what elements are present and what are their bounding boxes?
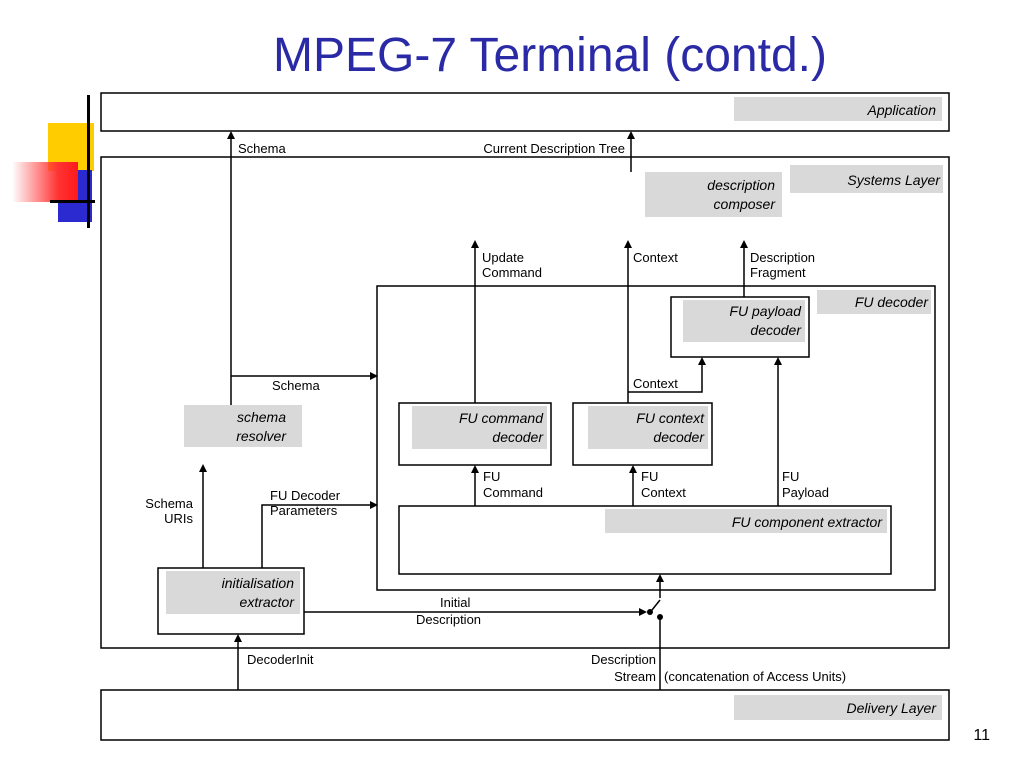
systems-layer: Systems Layer bbox=[100, 156, 950, 649]
fu-decoder-parameters-arrow bbox=[261, 501, 378, 568]
context-mid-label: Context bbox=[633, 376, 678, 391]
fu-command-line2: Command bbox=[483, 485, 543, 500]
initialisation-extractor-line1: initialisation bbox=[222, 575, 295, 591]
slide-title: MPEG-7 Terminal (contd.) bbox=[273, 29, 827, 82]
current-description-tree-label: Current Description Tree bbox=[483, 141, 625, 156]
switch-left-node bbox=[647, 609, 653, 615]
fu-decoder-label: FU decoder bbox=[855, 294, 929, 310]
switch-lever bbox=[651, 599, 661, 611]
initial-description-line2: Description bbox=[416, 612, 481, 627]
fu-payload-decoder-line2: decoder bbox=[750, 322, 802, 338]
description-fragment-line1: Description bbox=[750, 250, 815, 265]
schema-top-label: Schema bbox=[238, 141, 286, 156]
fu-payload-decoder: FU payload decoder bbox=[670, 296, 810, 358]
fu-decoder: FU decoder bbox=[376, 285, 936, 591]
concatenation-label: (concatenation of Access Units) bbox=[664, 669, 846, 684]
fu-command-line1: FU bbox=[483, 469, 500, 484]
schema-resolver: schema resolver bbox=[184, 405, 302, 447]
fu-decoder-box bbox=[376, 285, 936, 591]
application-box bbox=[100, 92, 950, 132]
fu-component-extractor-label: FU component extractor bbox=[732, 514, 884, 530]
schema-mid-label: Schema bbox=[272, 378, 320, 393]
description-fragment-line2: Fragment bbox=[750, 265, 806, 280]
fu-decoder-parameters-line1: FU Decoder bbox=[270, 488, 341, 503]
fu-command-decoder-line1: FU command bbox=[459, 410, 544, 426]
decorative-horizontal-line bbox=[50, 200, 95, 203]
fu-context-decoder-line2: decoder bbox=[653, 429, 705, 445]
systems-layer-box bbox=[100, 156, 950, 649]
fu-payload-line1: FU bbox=[782, 469, 799, 484]
decorative-red-square bbox=[12, 162, 78, 202]
schema-uris-line1: Schema bbox=[145, 496, 193, 511]
description-composer-line1: description bbox=[707, 177, 775, 193]
description-stream-line1: Description bbox=[591, 652, 656, 667]
update-command-line2: Command bbox=[482, 265, 542, 280]
fu-payload-decoder-box bbox=[670, 296, 810, 358]
description-stream-line2: Stream bbox=[614, 669, 656, 684]
fu-payload-line2: Payload bbox=[782, 485, 829, 500]
initialisation-extractor: initialisation extractor bbox=[157, 567, 305, 635]
update-command-line1: Update bbox=[482, 250, 524, 265]
decoder-init-label: DecoderInit bbox=[247, 652, 314, 667]
description-composer-line2: composer bbox=[714, 196, 777, 212]
fu-context-line2: Context bbox=[641, 485, 686, 500]
fu-command-decoder: FU command decoder bbox=[398, 402, 552, 466]
description-composer: description composer bbox=[645, 172, 782, 217]
fu-context-line1: FU bbox=[641, 469, 658, 484]
fu-component-extractor-box bbox=[398, 505, 892, 575]
fu-decoder-parameters-line2: Parameters bbox=[270, 503, 338, 518]
schema-resolver-line1: schema bbox=[237, 409, 286, 425]
decorative-vertical-line bbox=[87, 95, 90, 228]
schema-resolver-line2: resolver bbox=[236, 428, 287, 444]
context-top-label: Context bbox=[633, 250, 678, 265]
fu-component-extractor: FU component extractor bbox=[398, 505, 892, 575]
fu-payload-decoder-line1: FU payload bbox=[729, 303, 802, 319]
application-layer: Application bbox=[100, 92, 950, 132]
initialisation-extractor-box bbox=[157, 567, 305, 635]
context-to-payload-arrow bbox=[628, 357, 706, 393]
delivery-layer-box bbox=[100, 689, 950, 741]
delivery-layer: Delivery Layer bbox=[100, 689, 950, 741]
fu-command-decoder-line2: decoder bbox=[492, 429, 544, 445]
fu-context-decoder-box bbox=[572, 402, 713, 466]
delivery-layer-label: Delivery Layer bbox=[847, 700, 938, 716]
initial-description-line1: Initial bbox=[440, 595, 470, 610]
systems-layer-label: Systems Layer bbox=[847, 172, 941, 188]
initialisation-extractor-line2: extractor bbox=[240, 594, 296, 610]
schema-uris-line2: URIs bbox=[164, 511, 193, 526]
switch-bottom-node bbox=[657, 614, 663, 620]
fu-context-decoder: FU context decoder bbox=[572, 402, 713, 466]
application-label: Application bbox=[867, 102, 937, 118]
page-number: 11 bbox=[973, 727, 990, 744]
fu-context-decoder-line1: FU context bbox=[636, 410, 705, 426]
